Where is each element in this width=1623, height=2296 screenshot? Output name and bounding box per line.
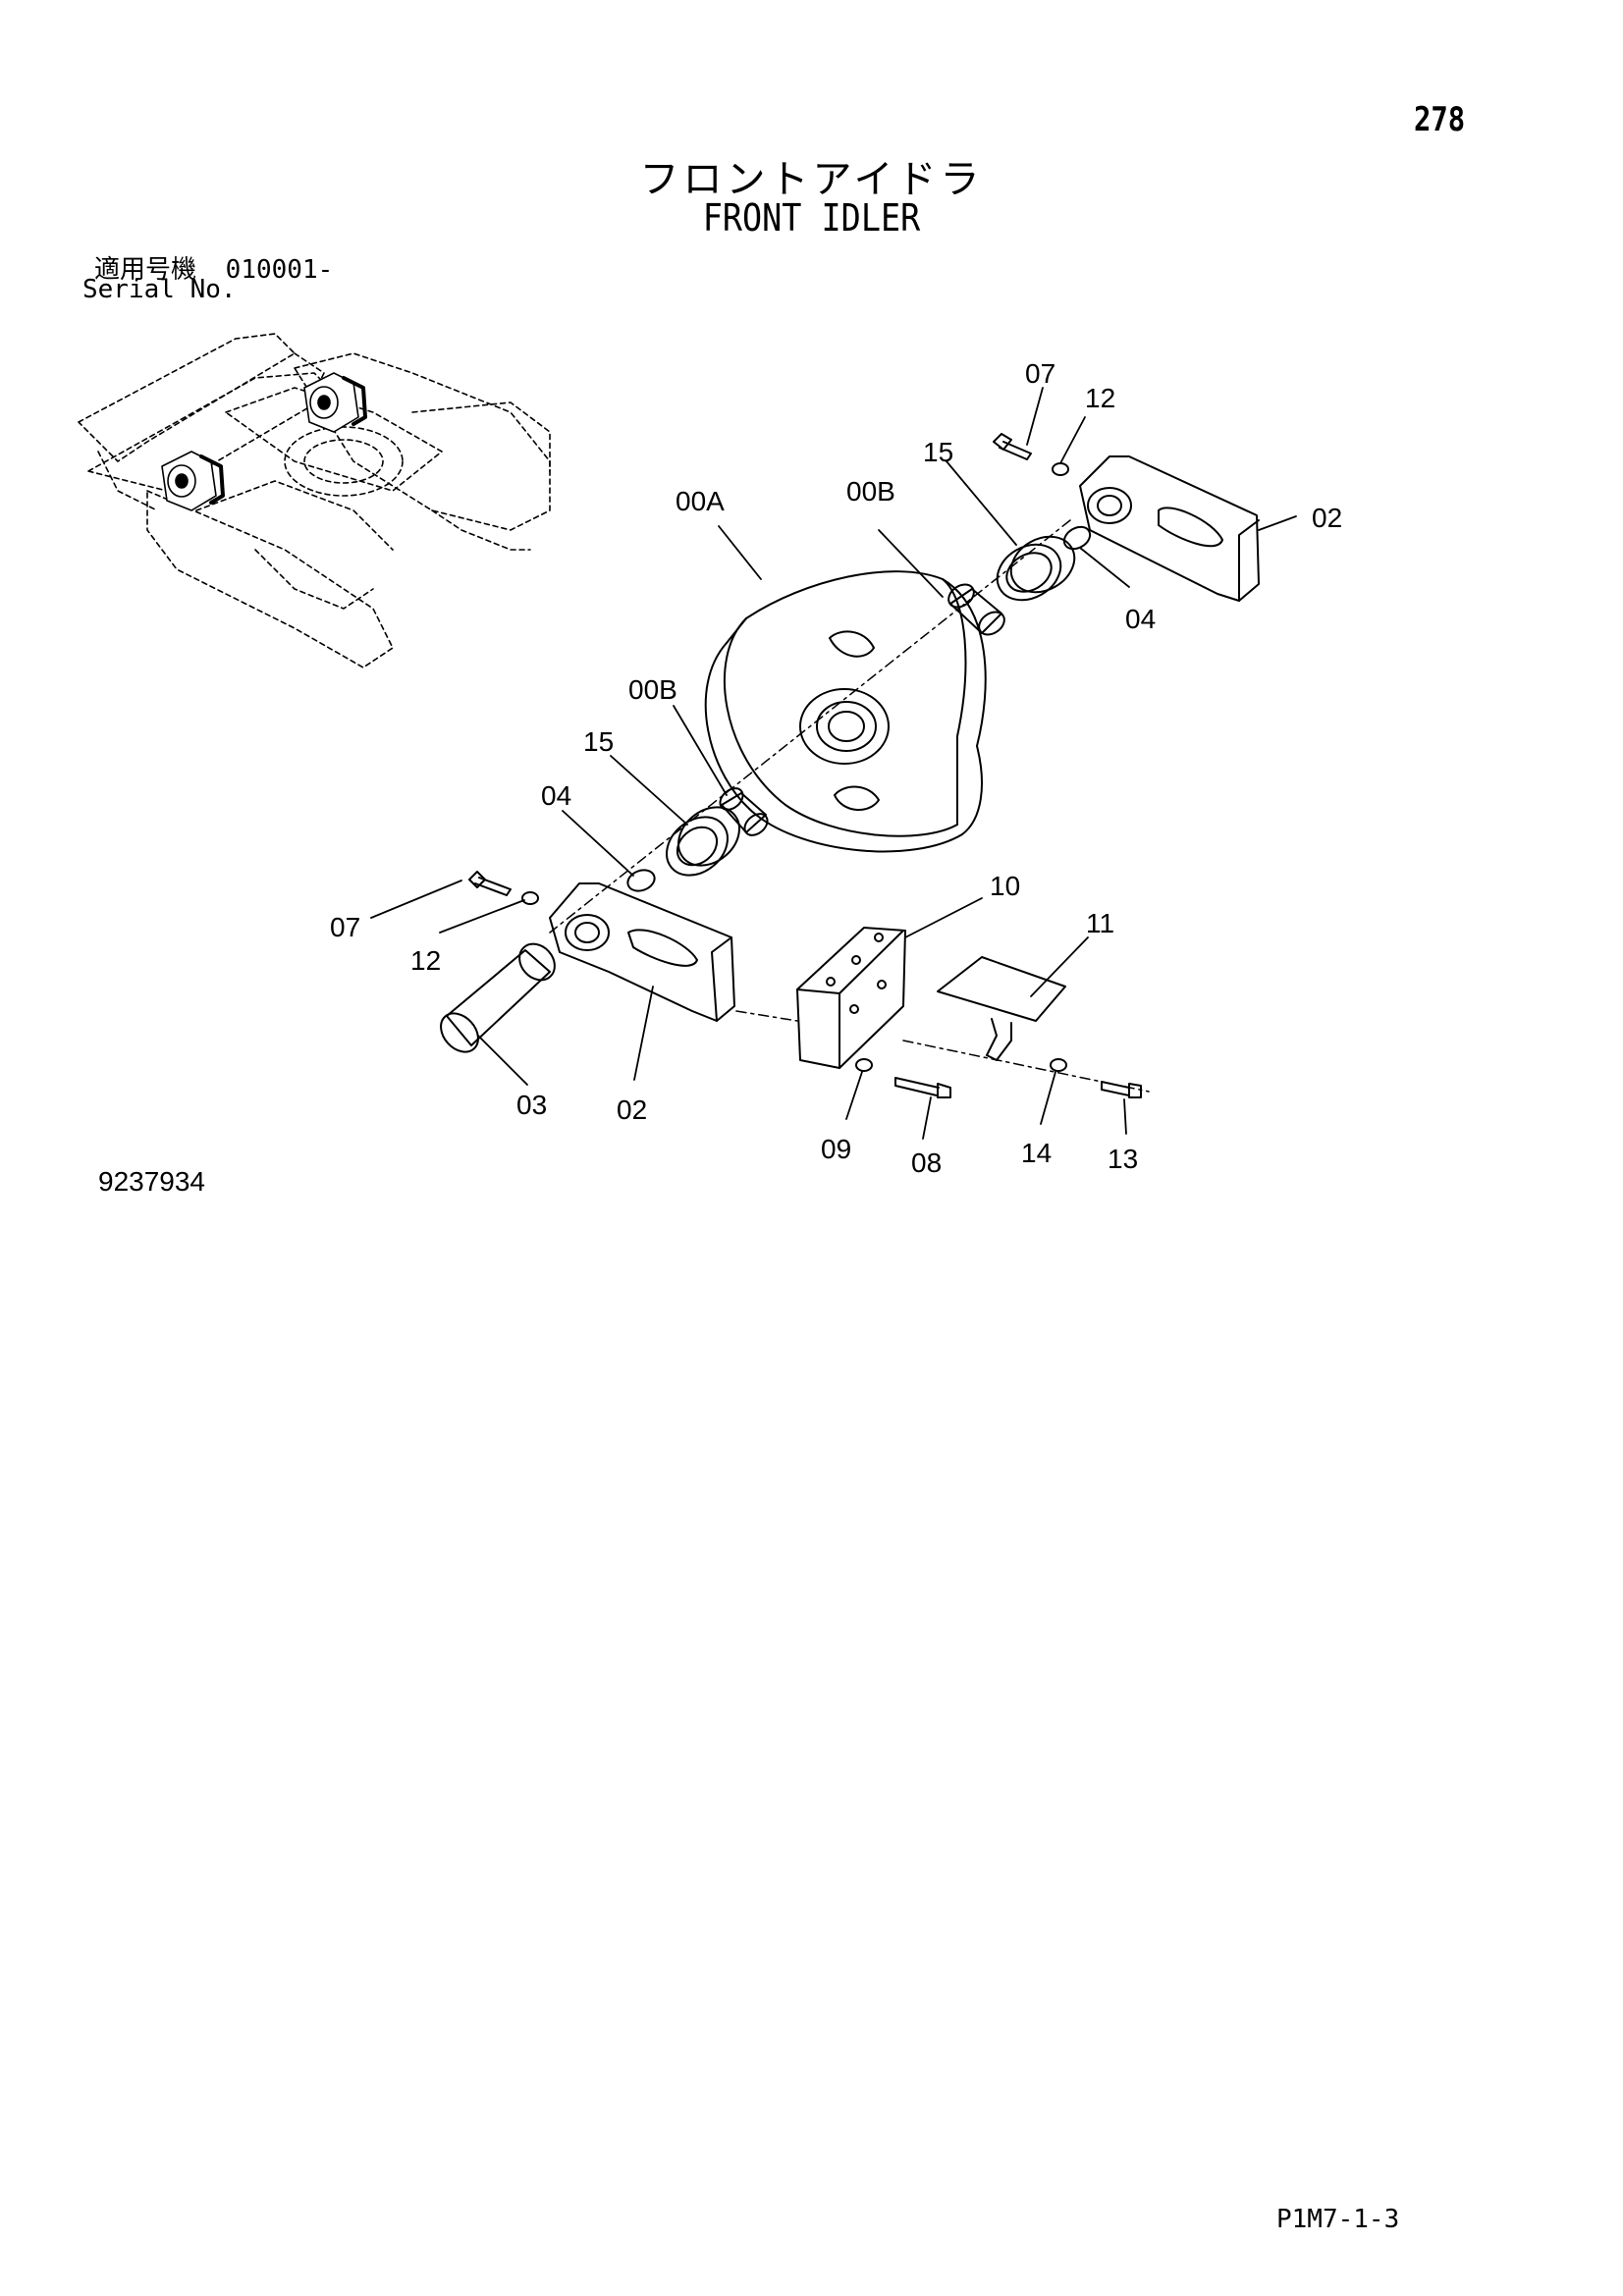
shaft-03 <box>440 942 556 1053</box>
washer-12-upper <box>1052 462 1069 476</box>
title-japanese: フロントアイドラ <box>639 157 984 202</box>
title-english: FRONT IDLER <box>702 196 921 240</box>
block-10 <box>796 927 906 1069</box>
callout-04-upper: 04 <box>1125 604 1156 634</box>
page-code: P1M7-1-3 <box>1276 2205 1400 2234</box>
serial-label-japanese: 適用号機 <box>94 255 197 285</box>
bolt-13 <box>1101 1081 1142 1098</box>
highlighted-idler-upper <box>303 372 367 433</box>
callout-13: 13 <box>1108 1144 1138 1174</box>
callout-02-lower: 02 <box>617 1095 647 1125</box>
callout-15-lower: 15 <box>583 726 614 757</box>
leader-lines <box>370 387 1297 1140</box>
bolt-07-lower <box>468 871 512 896</box>
callout-11: 11 <box>1086 908 1114 938</box>
serial-range: 010001- <box>225 255 334 285</box>
idler-yoke-02-upper <box>1079 455 1260 602</box>
o-ring-04-upper <box>1062 525 1092 551</box>
callout-15-upper: 15 <box>923 437 953 467</box>
o-ring-04-lower <box>626 869 656 892</box>
drawing-number: 9237934 <box>98 1166 206 1197</box>
callout-00b-upper: 00B <box>846 476 895 507</box>
washer-14 <box>1050 1058 1067 1072</box>
callout-12-upper: 12 <box>1085 383 1115 413</box>
idler-yoke-02-lower <box>549 882 735 1022</box>
guard-plate-11 <box>937 956 1066 1061</box>
callout-14: 14 <box>1021 1138 1052 1168</box>
callout-07-lower: 07 <box>330 912 360 942</box>
floating-seal-15-lower <box>666 806 740 877</box>
bolt-08 <box>894 1077 951 1098</box>
washer-12-lower <box>521 891 539 905</box>
callout-00b-lower: 00B <box>628 674 677 705</box>
callout-09: 09 <box>821 1134 851 1164</box>
bolt-07-upper <box>993 433 1032 460</box>
page-number: 278 <box>1414 100 1466 139</box>
callout-10: 10 <box>990 871 1020 901</box>
callout-04-lower: 04 <box>541 780 571 811</box>
callout-00a: 00A <box>676 486 725 516</box>
highlighted-idler-lower <box>161 451 225 511</box>
serial-line: 適用号機 010001- <box>94 249 333 286</box>
idler-wheel-00a <box>704 570 987 853</box>
callout-08: 08 <box>911 1148 942 1178</box>
callout-02-upper: 02 <box>1312 503 1342 533</box>
callout-07-upper: 07 <box>1025 358 1055 389</box>
washer-09 <box>855 1058 873 1072</box>
undercarriage-overview-drawing <box>78 333 551 668</box>
assembly-centerline <box>549 519 1150 1093</box>
serial-label-english: Serial No. <box>82 275 237 304</box>
floating-seal-15-upper <box>996 535 1076 602</box>
callout-03: 03 <box>516 1090 547 1120</box>
callout-12-lower: 12 <box>410 945 441 976</box>
bushing-00b-upper <box>947 583 1005 636</box>
